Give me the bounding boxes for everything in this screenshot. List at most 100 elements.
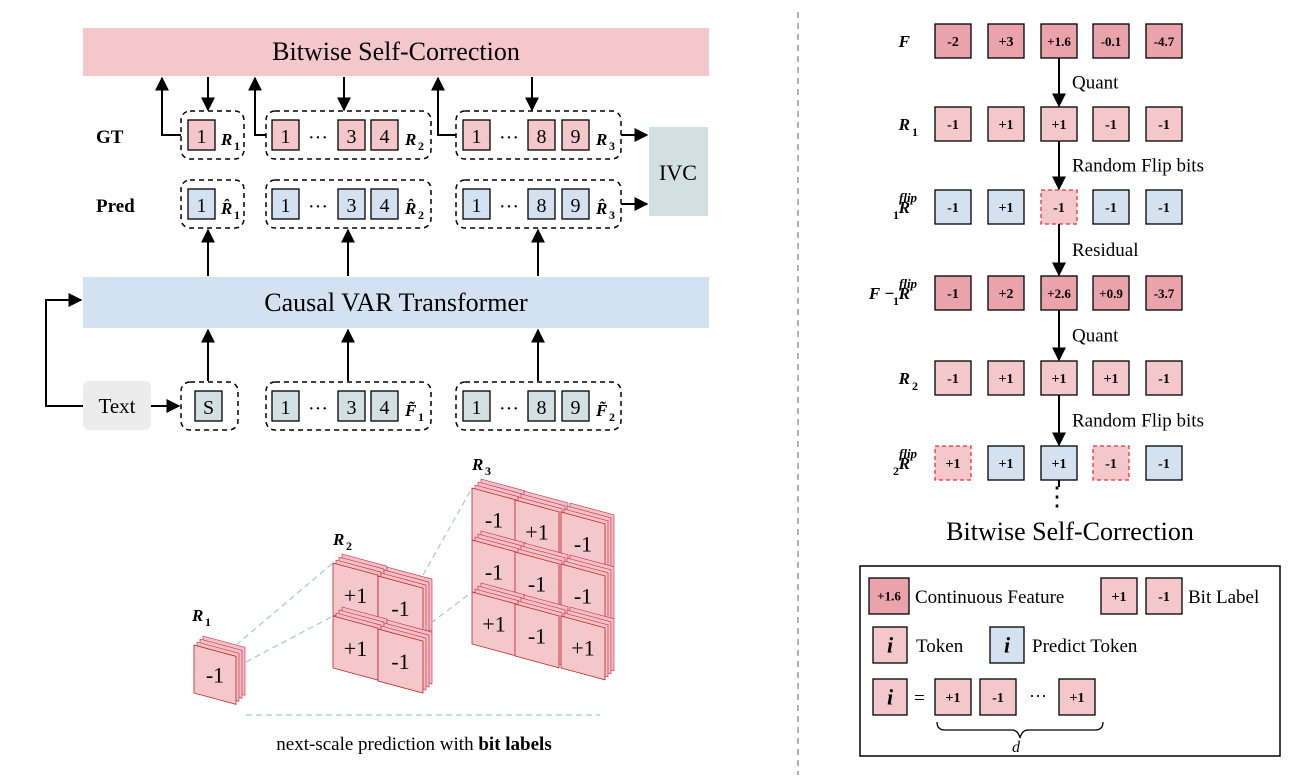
row-3-cell-3-text: -1 [1053,201,1065,216]
row-3-cell-5-text: -1 [1158,201,1170,216]
scale-connector-1 [235,562,334,646]
row-5-cell-1-text: -1 [947,372,959,387]
row-6-cell-5-text: -1 [1158,457,1170,472]
row-6-cell-4 [1092,445,1130,481]
vertical-ellipsis: ⋮ [1044,482,1070,511]
row-4-cell-4 [1092,275,1130,311]
pred-group-3 [455,179,622,229]
legend-token-swatch [872,626,908,664]
pred-g2-token-c-text: 4 [380,195,390,217]
legend-token-label: Token [916,636,964,657]
gt-token-1-text: 1 [197,126,207,148]
row-label-2: R [898,115,910,134]
f1-token-b-text: 3 [347,397,357,419]
pred-g2-ellipsis: ··· [308,196,328,218]
pred-scale-label-1-index: 1 [234,208,240,222]
op-label-2: Random Flip bits [1072,156,1204,177]
row-5-cell-4-text: +1 [1104,372,1119,387]
row-3-cell-4-text: -1 [1105,201,1117,216]
legend-bit-label: Bit Label [1188,587,1259,608]
legend-pred-token-swatch-text: i [1004,633,1011,658]
pred-group-1 [180,179,245,229]
op-label-5: Random Flip bits [1072,411,1204,432]
input-group-f2 [455,381,622,431]
gt-g3-token-a-text: 1 [472,126,482,148]
row-3-cell-1-text: -1 [947,201,959,216]
pred-g2-token-b-text: 3 [347,195,357,217]
f2-token-b [527,390,556,422]
right-title: Bitwise Self-Correction [946,517,1194,546]
f1-token-c-text: 4 [380,397,390,419]
pred-g2-token-c [370,188,399,220]
scale-connector-5 [422,591,473,630]
legend-cont-swatch-text: +1.6 [877,589,901,604]
f2-token-b-text: 8 [537,397,547,419]
r1-tile-1 [193,644,237,705]
self-correction-bar [83,28,709,76]
gt-scale-label-3-index: 3 [609,139,615,153]
row-4-cell-2 [987,275,1025,311]
row-5-cell-4 [1092,360,1130,396]
row-4-cell-3-text: +2.6 [1047,286,1071,301]
f2-ellipsis: ··· [499,398,519,420]
gt-scale-label-2-index: 2 [418,139,424,153]
legend-bit-swatch-1-text: +1 [1112,590,1127,605]
row-label-1: F [898,32,911,51]
gt-g2-token-b-text: 3 [347,126,357,148]
row-4-cell-1-text: -1 [947,287,959,302]
legend-bit-swatch-2-text: -1 [1158,590,1170,605]
row-2-cell-3 [1040,106,1078,142]
row-1-cell-2-text: +3 [999,35,1014,50]
row-5-cell-2 [987,360,1025,396]
ivc-label: IVC [659,160,697,185]
row-3-cell-2 [987,189,1025,225]
legend-equals: = [914,688,925,709]
r1-scale-label: R [191,606,203,625]
pred-token-1 [187,188,216,220]
gt-scale-label-2: R [404,130,416,149]
gt-g3-token-c-text: 9 [571,126,581,148]
row-label-sub-4: 1 [893,294,899,308]
pred-g3-token-b [527,188,556,220]
row-1-cell-2 [987,23,1025,59]
r3-scale-index: 3 [485,464,491,478]
row-3-cell-5 [1145,189,1183,225]
gt-g3-token-c [561,119,590,151]
gt-scale-label-1-index: 1 [234,139,240,153]
row-2-cell-2-text: +1 [999,118,1014,133]
row-2-cell-5 [1145,106,1183,142]
gt-g2-token-a [271,119,300,151]
start-token [194,390,223,422]
scale-connector-4 [422,487,473,576]
pred-g3-token-b-text: 8 [537,195,547,217]
f1-ellipsis: ··· [308,398,328,420]
r2-scale-index: 2 [346,539,352,553]
gt-scale-label-1: R [220,130,232,149]
pred-token-1-text: 1 [197,195,207,217]
row-5-cell-5-text: -1 [1158,372,1170,387]
f1-token-a-text: 1 [281,397,291,419]
self-correction-label: Bitwise Self-Correction [272,37,520,66]
row-5-cell-3-text: +1 [1052,372,1067,387]
row-6-cell-4-text: -1 [1105,457,1117,472]
gt-g3-token-a [462,119,491,151]
gt3-to-correction-arrow [431,76,456,136]
row-3-cell-4 [1092,189,1130,225]
f1-token-b [337,390,366,422]
row-1-cell-5 [1145,23,1183,59]
f1-label: F̃ [404,401,417,420]
text-loop-arrow [45,293,83,407]
row-2-cell-4 [1092,106,1130,142]
row-2-cell-3-text: +1 [1052,118,1067,133]
pred-g2-token-a [271,188,300,220]
row-5-cell-1 [934,360,972,396]
legend-eq-bit-3-text: +1 [1070,691,1085,706]
r2-tile-1-text: +1 [344,583,367,608]
gt2-to-correction-arrow [248,76,266,136]
r2-tile-2-text: -1 [391,596,409,621]
pred-g3-ellipsis: ··· [499,196,519,218]
gt1-to-correction-arrow [155,76,181,136]
row-4-cell-1 [934,275,972,311]
r3-tile-5-text: -1 [528,572,546,597]
start-token-text: S [203,397,214,419]
